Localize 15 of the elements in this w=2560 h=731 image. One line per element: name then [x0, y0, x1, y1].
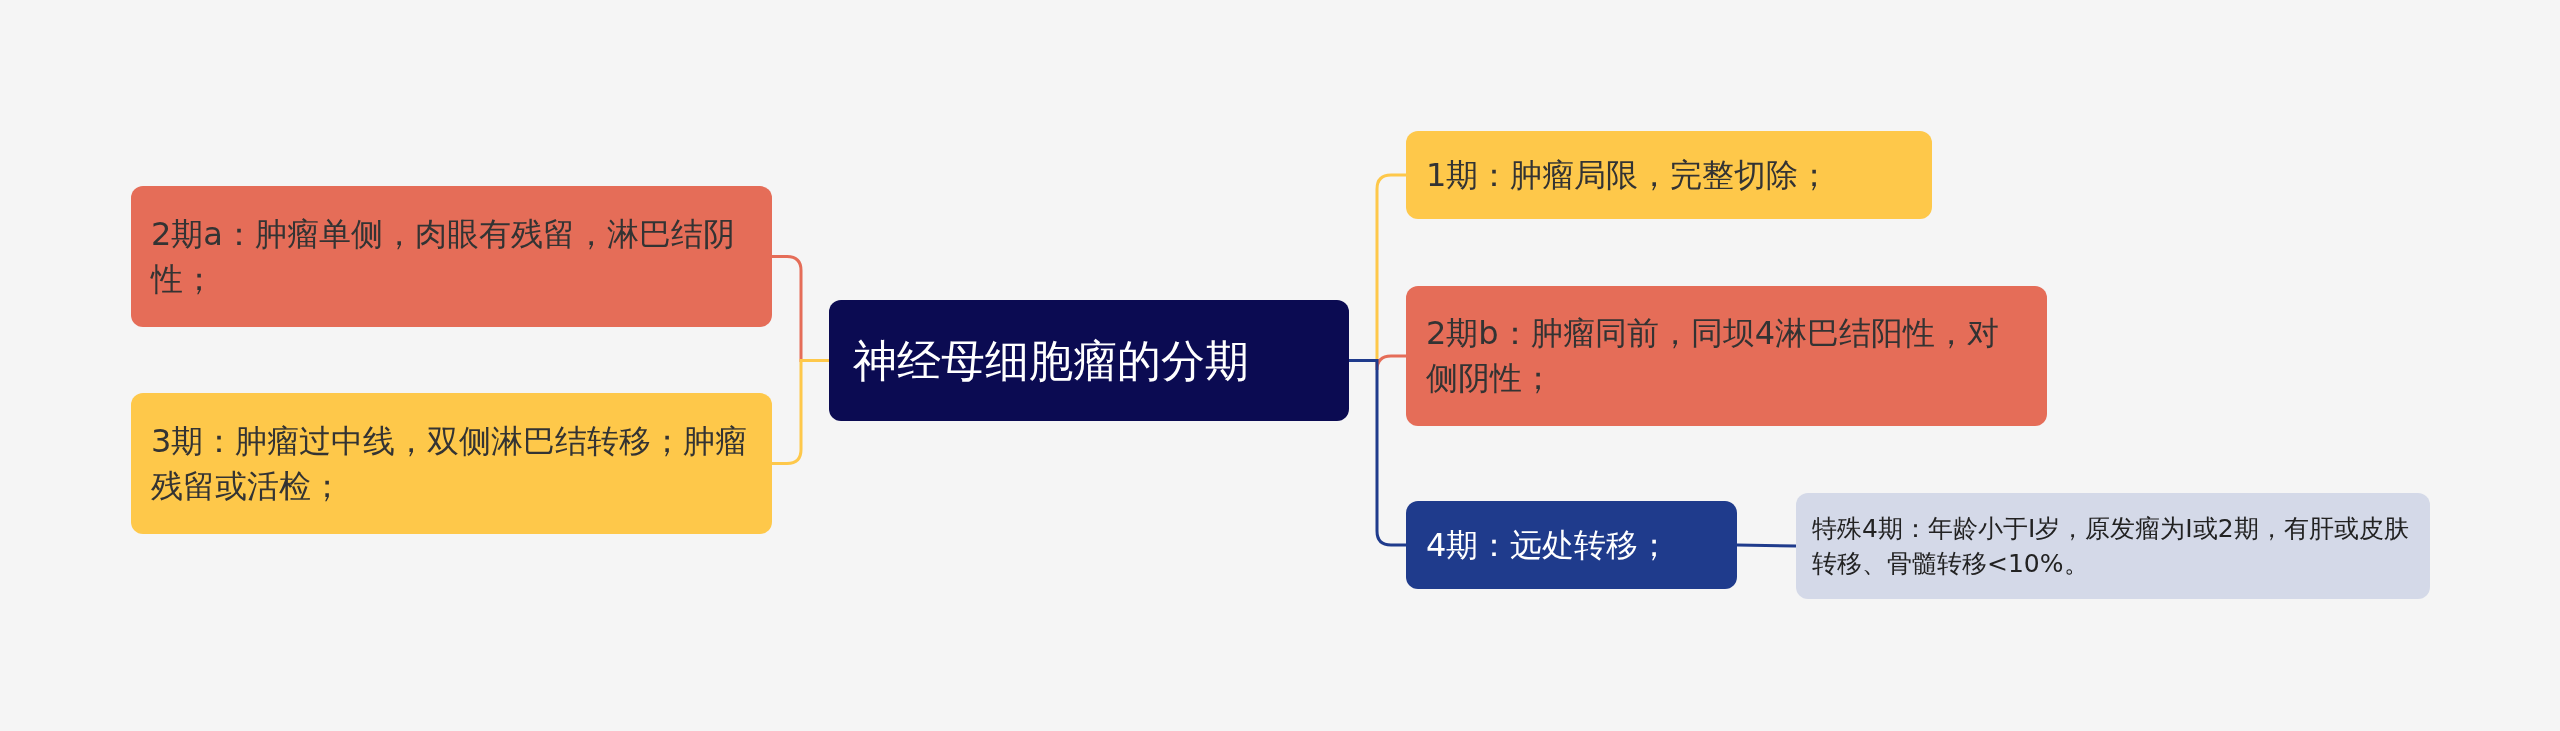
topic-text: 2期b：肿瘤同前，同坝4淋巴结阳性，对侧阴性； — [1426, 313, 2001, 399]
topic-box — [131, 186, 772, 327]
topic-text: 神经母细胞瘤的分期 — [853, 333, 1250, 388]
topic-box — [1406, 501, 1737, 589]
topic-text: 3期：肿瘤过中线，双侧淋巴结转移；肿瘤残留或活检； — [151, 420, 749, 507]
topic-text: 1期：肿瘤局限，完整切除； — [1426, 154, 1832, 196]
connector-line — [1736, 543, 1797, 548]
topic-box — [1406, 131, 1932, 219]
topic-text: 4期：远处转移； — [1426, 524, 1672, 566]
topic-text: 2期a：肿瘤单侧，肉眼有残留，淋巴结阴性； — [151, 213, 736, 300]
topic-box — [131, 393, 772, 534]
subtopic-box — [1796, 493, 2430, 599]
central-topic-box — [829, 300, 1349, 421]
topic-box — [1406, 286, 2047, 426]
topic-text: 特殊4期：年龄小于I岁，原发瘤为I或2期，有肝或皮肤转移、骨髓转移<10%。 — [1812, 513, 2410, 580]
